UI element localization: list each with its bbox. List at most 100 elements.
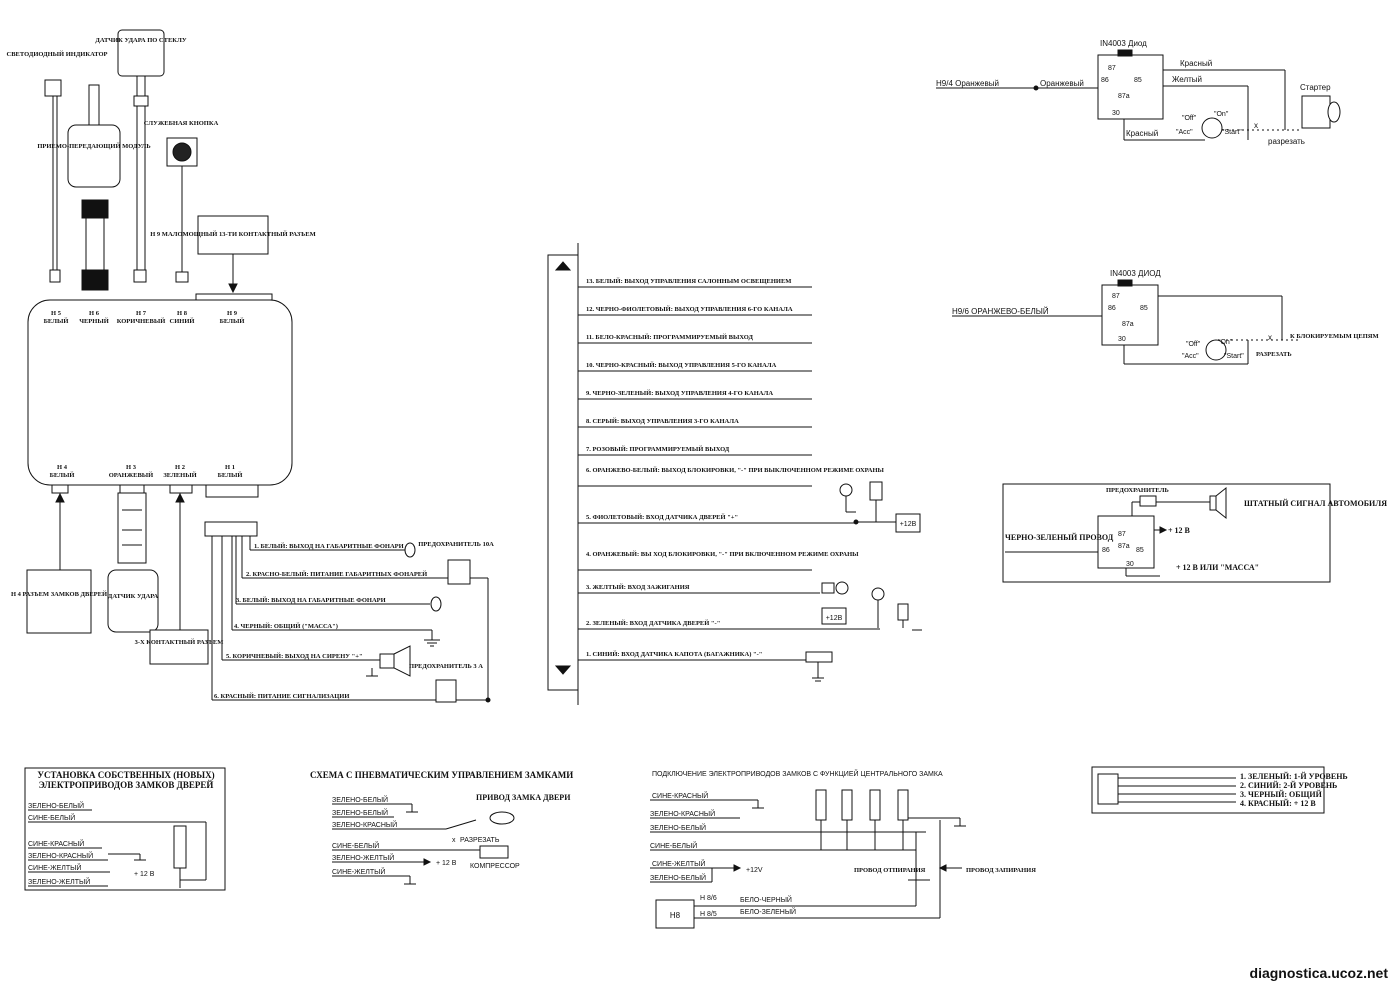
lock-actuator-label: ПРИВОД ЗАМКА ДВЕРИ — [476, 793, 571, 802]
relay-pin-87: 87 — [1112, 293, 1120, 300]
horn-relay-section: ПРЕДОХРАНИТЕЛЬ ШТАТНЫЙ СИГНАЛ АВТОМОБИЛЯ… — [1002, 483, 1387, 583]
h9-line-13: 13. БЕЛЫЙ: ВЫХОД УПРАВЛЕНИЯ САЛОННЫМ ОСВ… — [586, 277, 791, 285]
port-h9-color: БЕЛЫЙ — [220, 317, 245, 325]
horn-wire-label: ЧЕРНО-ЗЕЛЕНЫЙ ПРОВОД — [1005, 533, 1114, 542]
lock-actuators — [815, 789, 966, 850]
plus12-label-a: +12В — [900, 521, 917, 528]
fuse-icon — [435, 679, 457, 703]
shock-sensor-label: ДАТЧИК УДАРА — [108, 593, 159, 600]
cl-h86: Н 8/6 — [700, 895, 717, 902]
h9-line-12: 12. ЧЕРНО-ФИОЛЕТОВЫЙ: ВЫХОД УПРАВЛЕНИЯ 6… — [586, 305, 793, 313]
block-input-label: Н9/6 ОРАНЖЕВО-БЕЛЫЙ — [952, 307, 1049, 316]
h1-line-3: 3. БЕЛЫЙ: ВЫХОД НА ГАБАРИТНЫЕ ФОНАРИ — [236, 596, 386, 604]
h9-line-5: 5. ФИОЛЕТОВЫЙ: ВХОД ДАТЧИКА ДВЕРЕЙ "+" — [586, 513, 738, 521]
relay-pin-86: 86 — [1102, 547, 1110, 554]
port-h5-id: Н 5 — [51, 310, 62, 317]
side-lamp-icon — [404, 542, 416, 558]
pn-wire-1: ЗЕЛЕНО-БЕЛЫЙ — [332, 795, 388, 804]
horn-plus12: + 12 В — [1168, 526, 1191, 535]
pn-wire-5: ЗЕЛЕНО-ЖЕЛТЫЙ — [332, 853, 394, 862]
key-on: "On" — [1218, 339, 1233, 346]
relay-pin-85: 85 — [1140, 305, 1148, 312]
starter-red-bottom: Красный — [1126, 129, 1158, 138]
main-unit-section: СВЕТОДИОДНЫЙ ИНДИКАТОР ДАТЧИК УДАРА ПО С… — [7, 29, 316, 665]
siren-icon — [393, 645, 411, 677]
alarm-main-unit — [27, 299, 293, 486]
fuse-10a-label: ПРЕДОХРАНИТЕЛЬ 10А — [418, 541, 494, 548]
port-h3-color: ОРАНЖЕВЫЙ — [109, 471, 153, 479]
bulb-icon — [839, 483, 853, 497]
port-h9-id: Н 9 — [227, 310, 238, 317]
h9-harness-section — [547, 243, 579, 705]
ignition-key-icon — [1201, 117, 1223, 139]
ignition-icon — [835, 581, 849, 595]
cut-mark: x — [1254, 121, 1258, 130]
own-wire-3: СИНЕ-КРАСНЫЙ — [28, 839, 84, 848]
own-plus12: + 12 В — [134, 871, 155, 878]
key-on: "On" — [1214, 111, 1229, 118]
cl-wire-5: СИНЕ-ЖЕЛТЫЙ — [652, 859, 705, 868]
port-h7-color: КОРИЧНЕВЫЙ — [117, 317, 166, 325]
block-target-label: К БЛОКИРУЕМЫМ ЦЕПЯМ — [1290, 333, 1379, 340]
starter-yellow: Желтый — [1172, 75, 1202, 84]
door-lock-box-label: Н 4 РАЗЪЕМ ЗАМКОВ ДВЕРЕЙ — [11, 590, 107, 598]
pn-plus12: + 12 В — [436, 860, 457, 867]
fuse-3a-label: ПРЕДОХРАНИТЕЛЬ 3 А — [409, 663, 483, 670]
cl-wire-2: ЗЕЛЕНО-КРАСНЫЙ — [650, 809, 715, 818]
h9-line-6: 6. ОРАНЖЕВО-БЕЛЫЙ: ВЫХОД БЛОКИРОВКИ, "-"… — [586, 466, 885, 474]
transceiver-module-icon — [67, 124, 121, 188]
lock-actuator-icon — [489, 811, 515, 825]
h9-connector-label: Н 9 МАЛОМОЩНЫЙ 13-ТИ КОНТАКТНЫЙ РАЗЪЕМ — [150, 230, 316, 238]
door-lock-connector-box — [26, 569, 92, 634]
h9-line-7: 7. РОЗОВЫЙ: ПРОГРАММИРУЕМЫЙ ВЫХОД — [586, 445, 730, 453]
key-acc: "Acc" — [1176, 129, 1193, 136]
level-item-4: 4. КРАСНЫЙ: + 12 В — [1240, 799, 1316, 808]
fuse-icon — [447, 559, 471, 585]
own-wire-1: ЗЕЛЕНО-БЕЛЫЙ — [28, 801, 84, 810]
pneumatic-title: СХЕМА С ПНЕВМАТИЧЕСКИМ УПРАВЛЕНИЕМ ЗАМКА… — [310, 770, 573, 780]
block-relay-icon — [1101, 284, 1159, 346]
level-legend-section: 1. ЗЕЛЕНЫЙ: 1-Й УРОВЕНЬ 2. СИНИЙ: 2-Й УР… — [1091, 766, 1348, 814]
port-h8-id: Н 8 — [177, 310, 188, 317]
port-h5-color: БЕЛЫЙ — [44, 317, 69, 325]
own-locks-title-2: ЭЛЕКТРОПРИВОДОВ ЗАМКОВ ДВЕРЕЙ — [39, 780, 214, 790]
port-h8-color: СИНИЙ — [170, 317, 195, 325]
cl-plus12: +12V — [746, 867, 763, 874]
cut-mark: x — [1268, 333, 1272, 342]
central-lock-section: ПОДКЛЮЧЕНИЕ ЭЛЕКТРОПРИВОДОВ ЗАМКОВ С ФУН… — [650, 769, 1036, 929]
bulb-icon — [871, 587, 885, 601]
own-locks-title-1: УСТАНОВКА СОБСТВЕННЫХ (НОВЫХ) — [37, 770, 214, 780]
starter-icon — [1301, 95, 1331, 129]
central-lock-title: ПОДКЛЮЧЕНИЕ ЭЛЕКТРОПРИВОДОВ ЗАМКОВ С ФУН… — [652, 769, 943, 778]
relay-pin-85: 85 — [1134, 77, 1142, 84]
block-diode-label: IN4003 ДИОД — [1110, 269, 1161, 278]
cl-bg: БЕЛО-ЗЕЛЕНЫЙ — [740, 907, 796, 916]
port-h1-id: Н 1 — [225, 464, 235, 471]
starter-relay-icon — [1097, 54, 1164, 120]
pn-wire-3: ЗЕЛЕНО-КРАСНЫЙ — [332, 820, 397, 829]
own-wire-2: СИНЕ-БЕЛЫЙ — [28, 813, 75, 822]
starter-wire-label: Оранжевый — [1040, 79, 1084, 88]
horn-plus12-ground: + 12 В ИЛИ "МАССА" — [1176, 563, 1259, 572]
h9-line-8: 8. СЕРЫЙ: ВЫХОД УПРАВЛЕНИЯ 3-ГО КАНАЛА — [586, 417, 739, 425]
h9-accessories: +12В +12В — [805, 481, 922, 682]
starter-relay-section: Н9/4 Оранжевый Оранжевый IN4003 Диод 87 … — [936, 39, 1341, 146]
door-switch-icon — [897, 603, 909, 621]
cl-lock-label: ПРОВОД ЗАПИРАНИЯ — [966, 867, 1036, 874]
relay-pin-85: 85 — [1136, 547, 1144, 554]
port-h4-color: БЕЛЫЙ — [50, 471, 75, 479]
horn-icon — [1215, 486, 1227, 520]
h9-line-11: 11. БЕЛО-КРАСНЫЙ: ПРОГРАММИРУЕМЫЙ ВЫХОД — [586, 333, 753, 341]
cl-h8: Н8 — [670, 911, 681, 920]
starter-red-top: Красный — [1180, 59, 1212, 68]
service-button-label: СЛУЖЕБНАЯ КНОПКА — [144, 120, 219, 127]
relay-pin-30: 30 — [1126, 561, 1134, 568]
cl-wire-3: ЗЕЛЕНО-БЕЛЫЙ — [650, 823, 706, 832]
own-wire-4: ЗЕЛЕНО-КРАСНЫЙ — [28, 851, 93, 860]
h1-line-4: 4. ЧЕРНЫЙ: ОБЩИЙ ("МАССА") — [234, 622, 338, 630]
glass-shock-label: ДАТЧИК УДАРА ПО СТЕКЛУ — [95, 37, 186, 44]
level-item-2: 2. СИНИЙ: 2-Й УРОВЕНЬ — [1240, 781, 1337, 790]
cl-h85: Н 8/5 — [700, 911, 717, 918]
lock-actuator-icon — [815, 789, 827, 821]
h1-line-6: 6. КРАСНЫЙ: ПИТАНИЕ СИГНАЛИЗАЦИИ — [214, 692, 349, 700]
